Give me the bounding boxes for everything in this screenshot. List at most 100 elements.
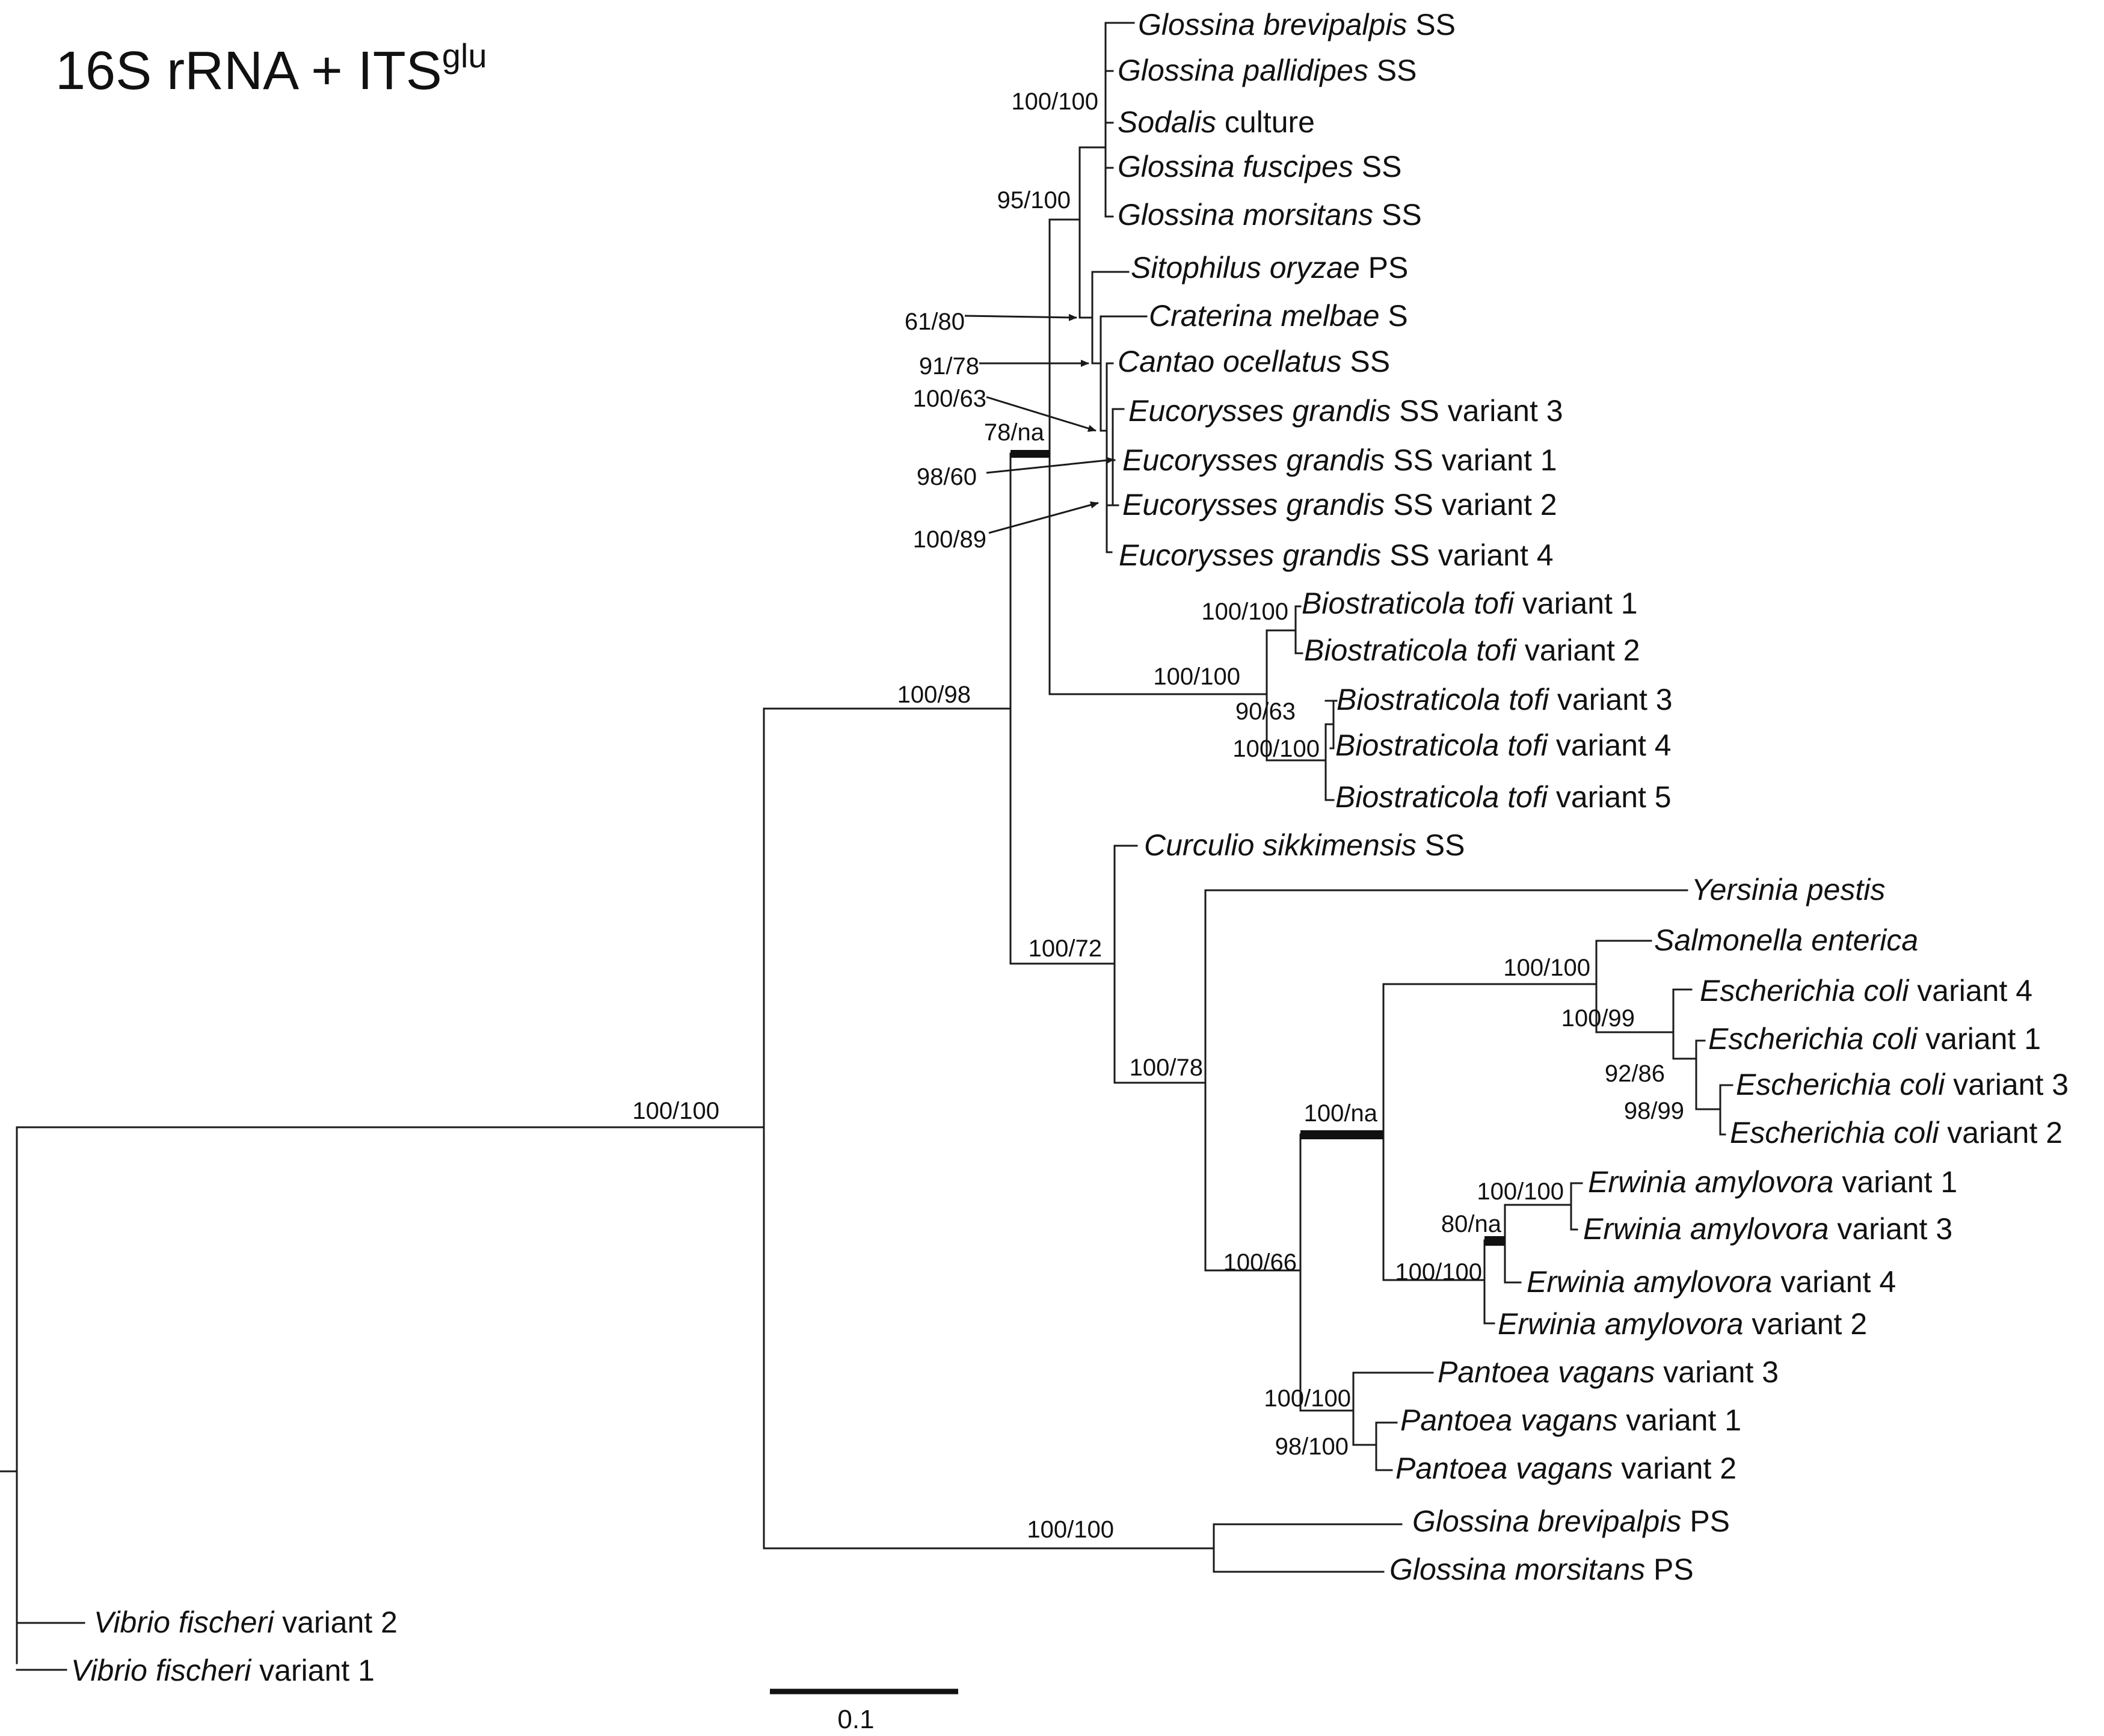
branch-ecoli-3-2 [1719,1084,1733,1136]
branch-ecoli-1-3-2 [1695,1039,1721,1110]
support-value: 100/98 [897,682,971,708]
taxon-name: Yersinia pestis [1691,873,1885,906]
taxon-name: Craterina melbae [1149,299,1380,333]
taxon-suffix: variant 3 [1549,683,1673,716]
branch-erwinia-1-3 [1570,1182,1583,1231]
taxon-name: Pantoea vagans [1438,1355,1655,1389]
taxon-label: Eucorysses grandis SS variant 1 [1122,443,1557,477]
support-value: 90/63 [1235,698,1296,725]
taxon-suffix: variant 1 [251,1654,375,1687]
support-value: 98/100 [1275,1433,1349,1460]
support-value: 61/80 [905,309,965,335]
taxon-name: Sitophilus oryzae [1131,251,1360,285]
branch-vibrio [16,1622,85,1671]
taxon-suffix: SS variant 4 [1381,538,1553,572]
scale-bar-label: 0.1 [837,1705,874,1734]
taxon-suffix: SS [1407,8,1456,42]
support-value: 91/78 [919,353,979,380]
taxon-suffix: variant 3 [1655,1355,1779,1389]
taxon-name: Glossina brevipalpis [1138,8,1407,42]
support-value: 100/100 [632,1098,719,1124]
support-value: 100/78 [1130,1054,1203,1081]
taxon-name: Biostraticola tofi [1302,586,1515,620]
taxon-suffix: variant 4 [1548,728,1672,762]
taxon-label: Erwinia amylovora variant 2 [1498,1307,1867,1341]
branch-node-61 [1078,146,1107,319]
branch-ingroup [763,707,1215,1550]
taxon-label: Biostraticola tofi variant 3 [1337,683,1673,716]
taxon-label: Glossina morsitans PS [1389,1553,1694,1586]
branch-root [0,1126,765,1664]
taxon-suffix: PS [1360,251,1409,285]
taxon-label: Biostraticola tofi variant 1 [1302,586,1638,620]
taxon-suffix: variant 4 [1772,1265,1896,1299]
taxon-label: Pantoea vagans variant 2 [1395,1451,1736,1485]
taxon-name: Eucorysses grandis [1119,538,1381,572]
support-value: 100/72 [1029,935,1102,962]
taxon-suffix: variant 4 [1909,974,2032,1008]
taxon-name: Erwinia amylovora [1527,1265,1772,1299]
taxon-suffix: SS variant 3 [1391,394,1563,428]
taxon-label: Erwinia amylovora variant 3 [1583,1212,1952,1246]
taxon-suffix: variant 1 [1617,1403,1741,1437]
taxon-label: Escherichia coli variant 1 [1708,1022,2041,1056]
taxon-label: Biostraticola tofi variant 5 [1335,780,1672,814]
taxon-label: Sodalis culture [1118,105,1315,139]
taxon-suffix: SS [1417,828,1465,862]
taxon-name: Salmonella enterica [1654,923,1918,957]
taxon-name: Glossina pallidipes [1118,54,1368,87]
taxon-label: Glossina fuscipes SS [1118,150,1401,183]
branch-pantoea-1-2 [1375,1421,1398,1471]
taxon-name: Eucorysses grandis [1122,443,1385,477]
taxon-name: Glossina brevipalpis [1412,1504,1681,1538]
figure-title: 16S rRNA + ITSglu [55,37,487,101]
taxon-label: Erwinia amylovora variant 1 [1588,1165,1957,1199]
taxon-label: Escherichia coli variant 3 [1736,1068,2069,1101]
title-superscript: glu [442,37,487,75]
branch-pantoea [1352,1371,1434,1446]
support-value: 100/100 [1395,1259,1482,1285]
support-value: 100/99 [1561,1005,1635,1032]
taxon-label: Biostraticola tofi variant 2 [1304,633,1640,667]
taxon-suffix: SS [1353,150,1402,183]
taxon-name: Biostraticola tofi [1304,633,1518,667]
taxon-label: Biostraticola tofi variant 4 [1335,728,1672,762]
support-value: 100/63 [913,386,986,412]
taxon-suffix: SS variant 2 [1385,488,1557,522]
taxon-suffix: S [1380,299,1408,333]
taxon-suffix: variant 2 [1516,633,1640,667]
taxon-name: Biostraticola tofi [1335,728,1549,762]
branch-node-100-78 [1204,889,1688,1272]
taxon-label: Yersinia pestis [1691,873,1885,906]
taxon-suffix: variant 1 [1833,1165,1957,1199]
long-branch-bar-78na [1010,450,1050,458]
branch-biostraticola [1266,629,1327,762]
support-value: 100/100 [1503,955,1590,981]
taxon-label: Vibrio fischeri variant 2 [94,1605,398,1639]
support-value: 100/100 [1264,1385,1351,1412]
taxon-label: Eucorysses grandis SS variant 3 [1128,394,1563,428]
taxon-suffix: variant 2 [1613,1451,1736,1485]
taxon-suffix: SS [1341,345,1390,378]
support-value: 100/na [1304,1100,1378,1127]
taxon-suffix: PS [1645,1553,1694,1586]
branch-node-eucorysses-root [1106,504,1114,553]
taxon-suffix: variant 2 [1743,1307,1867,1341]
taxon-name: Glossina morsitans [1389,1553,1645,1586]
taxon-label: Pantoea vagans variant 3 [1438,1355,1779,1389]
taxon-suffix: variant 2 [274,1605,398,1639]
branch-glossina-ss [1104,22,1135,218]
branch-node-100-66 [1299,1133,1385,1412]
taxon-labels: Glossina brevipalpis SS Glossina pallidip… [71,8,2069,1687]
taxon-name: Eucorysses grandis [1128,394,1391,428]
taxon-suffix: PS [1681,1504,1730,1538]
tree-branches [0,22,1733,1671]
support-value: 100/100 [1027,1516,1114,1543]
support-value: 100/100 [1477,1178,1564,1205]
taxon-name: Escherichia coli [1700,974,1910,1008]
support-value: 78/na [984,419,1045,446]
taxon-name: Escherichia coli [1730,1116,1940,1150]
taxon-name: Glossina morsitans [1118,198,1373,232]
taxon-name: Eucorysses grandis [1122,488,1385,522]
